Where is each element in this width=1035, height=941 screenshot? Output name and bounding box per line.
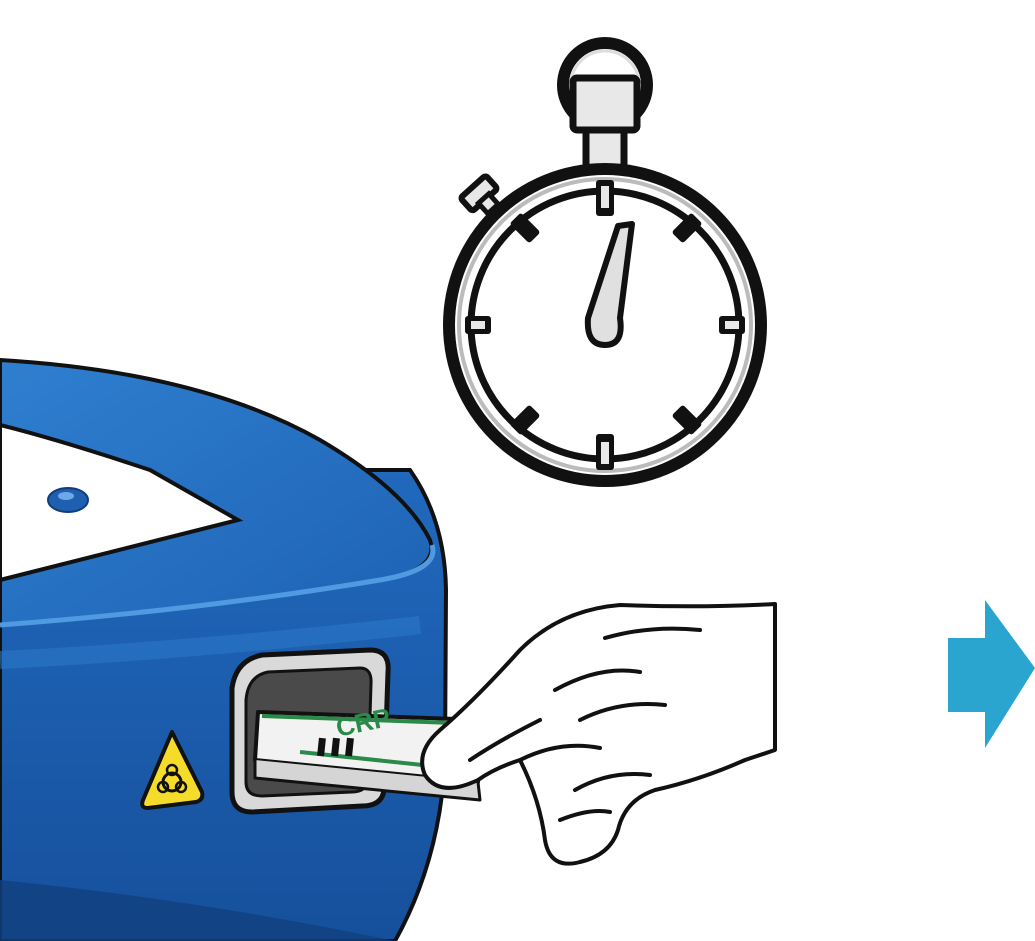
arrow-right-icon (948, 600, 1035, 748)
power-button-icon (48, 488, 88, 512)
stopwatch-icon (443, 43, 767, 487)
hand-icon (422, 604, 775, 864)
